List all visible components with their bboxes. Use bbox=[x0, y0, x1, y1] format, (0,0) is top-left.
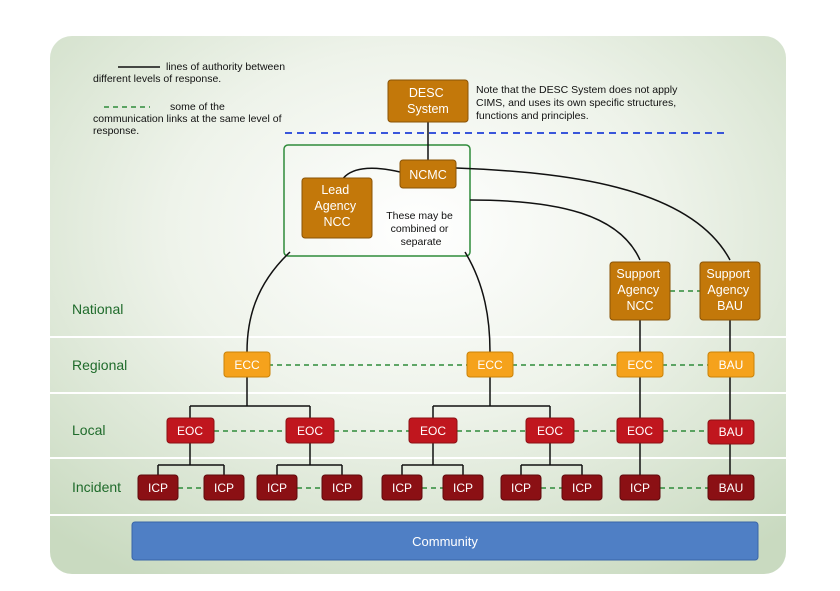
ecc-label: ECC bbox=[477, 358, 503, 372]
lead-agency-ncc-node bbox=[301, 177, 373, 239]
support-agency-bau-label: Support Agency BAU bbox=[706, 267, 753, 313]
background-panel bbox=[50, 36, 786, 574]
eoc-node: EOC bbox=[616, 417, 664, 444]
icp-label: ICP bbox=[453, 481, 473, 495]
ecc-node: ECC bbox=[223, 351, 271, 378]
authority-line bbox=[455, 167, 731, 261]
eoc-label: EOC bbox=[297, 424, 323, 438]
support-agency-ncc-label: Support Agency NCC bbox=[616, 267, 663, 313]
eoc-label: EOC bbox=[537, 424, 563, 438]
group-note: These may be combined or separate bbox=[386, 210, 455, 248]
ecc-label: ECC bbox=[234, 358, 260, 372]
icp-node: ICP bbox=[256, 474, 298, 501]
eoc-node: EOC bbox=[166, 417, 215, 444]
icp-node: ICP bbox=[203, 474, 245, 501]
ncmc-node bbox=[399, 159, 457, 189]
community-label: Community bbox=[412, 534, 478, 549]
bau-incident-node: BAU bbox=[707, 474, 755, 501]
support-agency-bau-node bbox=[699, 261, 761, 321]
ecc-label: ECC bbox=[627, 358, 653, 372]
bau-label: BAU bbox=[719, 425, 744, 439]
level-label-incident: Incident bbox=[72, 479, 121, 495]
icp-label: ICP bbox=[267, 481, 287, 495]
eoc-node: EOC bbox=[408, 417, 458, 444]
icp-label: ICP bbox=[392, 481, 412, 495]
desc-system-label: DESC System bbox=[407, 86, 449, 116]
authority-line bbox=[464, 251, 491, 353]
icp-label: ICP bbox=[572, 481, 592, 495]
community-bar bbox=[131, 521, 759, 561]
icp-label: ICP bbox=[214, 481, 234, 495]
desc-note: Note that the DESC System does not apply… bbox=[476, 84, 680, 122]
icp-node: ICP bbox=[321, 474, 363, 501]
bau-label: BAU bbox=[719, 481, 744, 495]
icp-node: ICP bbox=[381, 474, 423, 501]
eoc-node: EOC bbox=[525, 417, 575, 444]
icp-node: ICP bbox=[137, 474, 179, 501]
desc-system-node bbox=[387, 79, 469, 123]
ncmc-label: NCMC bbox=[409, 168, 447, 182]
eoc-node: EOC bbox=[285, 417, 335, 444]
authority-line bbox=[469, 199, 641, 261]
eoc-label: EOC bbox=[420, 424, 446, 438]
icp-label: ICP bbox=[148, 481, 168, 495]
icp-node: ICP bbox=[561, 474, 603, 501]
level-label-national: National bbox=[72, 301, 123, 317]
legend-solid-text: lines of authority between different lev… bbox=[93, 61, 288, 85]
bau-regional-node: BAU bbox=[707, 351, 755, 378]
ecc-node: ECC bbox=[466, 351, 514, 378]
authority-lines bbox=[157, 122, 731, 475]
icp-label: ICP bbox=[630, 481, 650, 495]
icp-label: ICP bbox=[332, 481, 352, 495]
authority-line bbox=[341, 167, 401, 181]
bau-label: BAU bbox=[719, 358, 744, 372]
icp-node: ICP bbox=[442, 474, 484, 501]
ecc-node: ECC bbox=[616, 351, 664, 378]
icp-label: ICP bbox=[511, 481, 531, 495]
support-agency-ncc-node bbox=[609, 261, 671, 321]
level-label-local: Local bbox=[72, 422, 105, 438]
eoc-label: EOC bbox=[177, 424, 203, 438]
icp-node: ICP bbox=[619, 474, 661, 501]
eoc-label: EOC bbox=[627, 424, 653, 438]
icp-node: ICP bbox=[500, 474, 542, 501]
level-label-regional: Regional bbox=[72, 357, 127, 373]
lead-agency-ncc-label: Lead Agency NCC bbox=[314, 183, 359, 229]
authority-line bbox=[246, 251, 291, 353]
bau-local-node: BAU bbox=[707, 419, 755, 445]
legend-dashed-text: some of the communication links at the s… bbox=[93, 101, 284, 137]
communication-links bbox=[178, 290, 708, 489]
